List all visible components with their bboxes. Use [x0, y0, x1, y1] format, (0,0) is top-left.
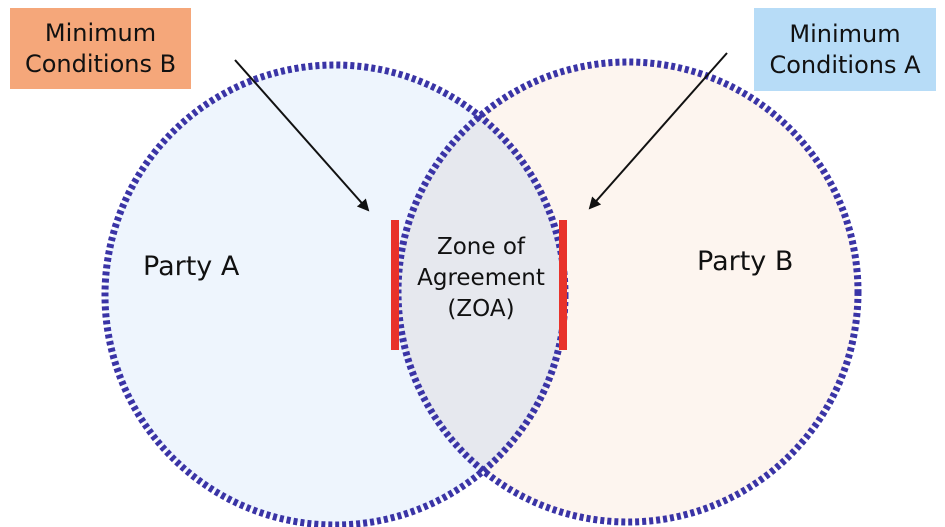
arrow-from-minimum-conditions-a [588, 52, 728, 210]
minimum-conditions-a-line-2: Conditions A [769, 50, 921, 79]
minimum-conditions-b-box: Minimum Conditions B [10, 8, 191, 89]
party-a-label: Party A [143, 251, 240, 282]
minimum-conditions-a-boundary-marker [559, 220, 567, 350]
minimum-conditions-a-line-1: Minimum [789, 19, 901, 48]
zoa-label-line-2: Agreement [417, 265, 545, 291]
minimum-conditions-b-boundary-marker [391, 220, 399, 350]
minimum-conditions-a-box: Minimum Conditions A [754, 8, 936, 91]
zoa-label-line-3: (ZOA) [447, 296, 515, 322]
zoa-label-line-1: Zone of [436, 234, 526, 260]
minimum-conditions-b-line-1: Minimum [44, 18, 157, 47]
zone-of-agreement-label: Zone of Agreement (ZOA) [411, 232, 551, 325]
arrow-from-minimum-conditions-b [234, 59, 370, 212]
party-b-label: Party B [697, 246, 794, 277]
minimum-conditions-b-line-2: Conditions B [24, 49, 177, 78]
zone-of-agreement-overlap [398, 65, 565, 522]
